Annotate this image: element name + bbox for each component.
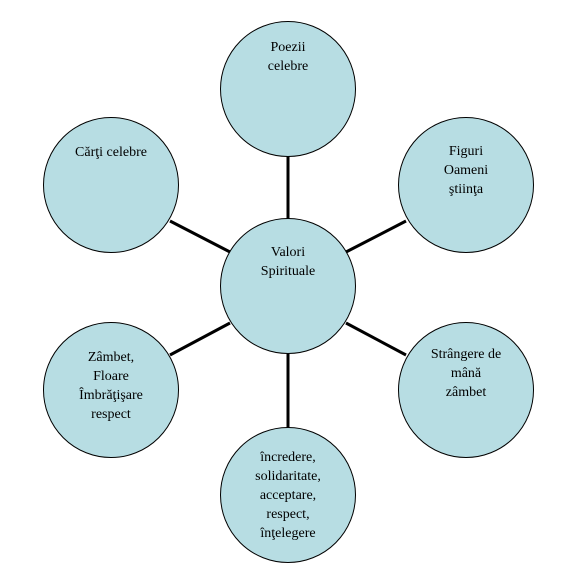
node-label-line: încredere, — [260, 450, 316, 465]
node-label-line: ştiinţa — [448, 182, 484, 197]
node-carti-celebre: Cărţi celebre — [43, 117, 179, 253]
node-label-line: Valori — [270, 245, 306, 260]
node-poezii-celebre: Poezii celebre — [220, 21, 356, 157]
node-zambet-floare: Zâmbet, Floare Îmbrăţişare respect — [43, 322, 179, 458]
node-label-line: Oameni — [443, 163, 489, 178]
node-label-line: Îmbrăţişare — [79, 388, 143, 403]
node-label-line: respect — [91, 407, 131, 422]
node-label-line: înţelegere — [260, 526, 316, 541]
node-label-line: mână — [450, 366, 482, 381]
connector-lower-right — [345, 321, 407, 357]
connector-lower-left — [169, 321, 231, 357]
node-incredere-solidaritate: încredere, solidaritate, acceptare, resp… — [220, 427, 356, 563]
node-label-line: Cărţi celebre — [75, 145, 147, 160]
node-label-line: Figuri — [448, 144, 484, 159]
node-label-line: Strângere de — [430, 347, 502, 362]
node-center-valori-spirituale: Valori Spirituale — [220, 218, 356, 354]
connector-upper-left — [169, 219, 231, 254]
node-label-line: Floare — [93, 369, 129, 384]
node-label-line: Poezii — [270, 40, 306, 55]
node-label-line: solidaritate, — [255, 469, 321, 484]
connector-upper-right — [345, 219, 407, 254]
node-label-line: zâmbet — [445, 385, 487, 400]
node-label-line: acceptare, — [259, 488, 317, 503]
node-label-line: Spirituale — [260, 264, 316, 279]
node-label-line: Zâmbet, — [87, 350, 135, 365]
node-figuri-oameni-stiinta: Figuri Oameni ştiinţa — [398, 117, 534, 253]
node-label-line: celebre — [267, 59, 309, 74]
node-label-line: respect, — [266, 507, 310, 522]
node-strangere-de-mana: Strângere de mână zâmbet — [398, 322, 534, 458]
